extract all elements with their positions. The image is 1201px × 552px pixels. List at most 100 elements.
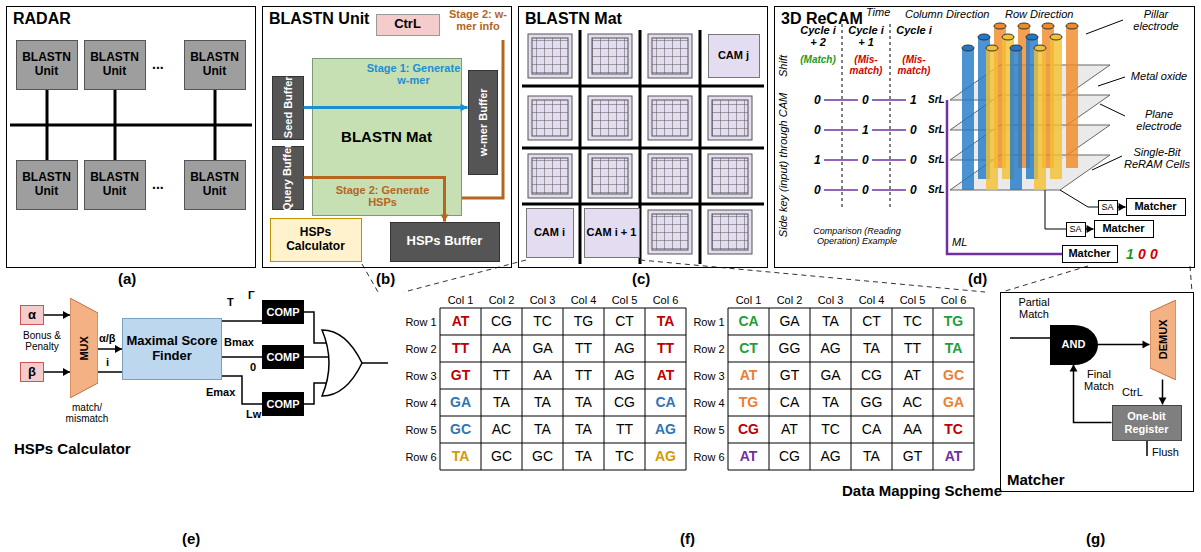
annotation: Emax bbox=[206, 386, 235, 398]
node-label: Matcher bbox=[1102, 222, 1144, 235]
node-label: BLASTN Mat bbox=[525, 10, 622, 28]
key-arrow bbox=[824, 159, 858, 161]
table-cell: GC bbox=[522, 448, 563, 464]
table-rule bbox=[933, 308, 934, 470]
drawing-part bbox=[362, 264, 378, 292]
table-cell: GA bbox=[933, 394, 974, 410]
cam-cells bbox=[712, 214, 748, 250]
node-label: CAM i + 1 bbox=[587, 226, 637, 239]
table-cell: TA bbox=[563, 448, 604, 464]
table-cell: TT bbox=[604, 421, 645, 437]
pillar-top bbox=[1010, 45, 1022, 51]
table-cell: AA bbox=[892, 421, 933, 437]
unit-box: BLASTN Unit bbox=[184, 40, 246, 90]
drawing-part bbox=[1100, 104, 1125, 116]
node-label: SA bbox=[1069, 224, 1081, 234]
row-header: Row 1 bbox=[402, 316, 440, 328]
pillar-top bbox=[1026, 34, 1038, 40]
table-rule bbox=[728, 443, 974, 444]
table-cell: TG bbox=[933, 313, 974, 329]
table-cell: CA bbox=[728, 313, 769, 329]
table-cell: AC bbox=[481, 421, 522, 437]
node-label: COMP bbox=[267, 398, 300, 411]
key-arrow bbox=[824, 99, 858, 101]
annotation: SrL bbox=[928, 94, 945, 105]
unit-box: BLASTN Unit bbox=[184, 160, 246, 210]
match-line bbox=[947, 100, 1062, 254]
cam-array bbox=[708, 96, 752, 140]
sense-amp: SA bbox=[1098, 200, 1118, 215]
annotation: Plane electrode bbox=[1128, 108, 1190, 132]
key-arrow bbox=[872, 129, 906, 131]
node-label: Matcher bbox=[1068, 247, 1110, 260]
table-cell: AG bbox=[810, 448, 851, 464]
table-cell: TG bbox=[728, 394, 769, 410]
table-rule bbox=[728, 470, 974, 471]
control-box: CtrL bbox=[376, 14, 440, 36]
comparator-box: COMP bbox=[262, 345, 304, 369]
column-header: Col 3 bbox=[810, 294, 851, 306]
node-label: BLASTN Unit bbox=[18, 171, 76, 199]
annotation: 1 bbox=[862, 123, 869, 137]
pillar-electrode bbox=[1066, 26, 1078, 168]
annotation: ... bbox=[152, 56, 164, 72]
column-header: Col 5 bbox=[604, 294, 645, 306]
row-header: Row 4 bbox=[402, 397, 440, 409]
panel-letter: (g) bbox=[1086, 530, 1105, 547]
table-cell: TT bbox=[892, 340, 933, 356]
arrow-head bbox=[1143, 341, 1150, 349]
connector bbox=[44, 311, 70, 319]
register-box: One-bit Register bbox=[1112, 405, 1182, 441]
column-header: Col 2 bbox=[481, 294, 522, 306]
cam-box: CAM j bbox=[708, 34, 760, 78]
annotation: T bbox=[227, 296, 234, 308]
drawing-part bbox=[1190, 266, 1192, 292]
node-label: MUX bbox=[78, 336, 91, 360]
column-header: Col 1 bbox=[440, 294, 481, 306]
buffer-box: Query Buffer bbox=[272, 146, 304, 210]
table-rule bbox=[686, 308, 687, 470]
drawing-part bbox=[322, 330, 362, 396]
table-cell: TA bbox=[440, 448, 481, 464]
cam-box: CAM i + 1 bbox=[584, 208, 640, 258]
table-cell: TG bbox=[563, 313, 604, 329]
matcher-box: Matcher bbox=[1126, 198, 1186, 216]
annotation: Bonus & Penalty bbox=[14, 330, 70, 352]
annotation: i bbox=[106, 356, 109, 368]
table-rule bbox=[604, 308, 605, 470]
column-header: Col 1 bbox=[728, 294, 769, 306]
annotation: ... bbox=[152, 176, 164, 192]
drawing-part bbox=[1060, 190, 1098, 207]
connector-line bbox=[304, 178, 445, 222]
table-cell: TC bbox=[810, 421, 851, 437]
annotation: 1 bbox=[814, 153, 821, 167]
annotation: Column Direction bbox=[905, 8, 989, 20]
cam-array bbox=[588, 96, 632, 140]
unit-box: BLASTN Unit bbox=[84, 40, 146, 90]
annotation: HSPs Calculator bbox=[14, 440, 131, 457]
node-label: COMP bbox=[267, 351, 300, 364]
table-cell: AA bbox=[522, 367, 563, 383]
cam-cells bbox=[712, 100, 748, 136]
hsps-wires bbox=[98, 312, 1147, 456]
table-cell: TT bbox=[563, 340, 604, 356]
annotation: 0 bbox=[814, 93, 821, 107]
drawing-part bbox=[699, 30, 702, 264]
table-cell: TA bbox=[481, 394, 522, 410]
panel-letter: (f) bbox=[680, 530, 695, 547]
node-label: BLASTN Unit bbox=[186, 51, 244, 79]
annotation: 0 bbox=[910, 153, 917, 167]
pillar-electrode bbox=[1034, 48, 1046, 190]
table-cell: TC bbox=[892, 313, 933, 329]
cam-array bbox=[648, 96, 692, 140]
key-arrow bbox=[824, 189, 858, 191]
table-cell: TC bbox=[604, 448, 645, 464]
panel-letter: (e) bbox=[182, 530, 200, 547]
panel-letter: (a) bbox=[118, 270, 136, 287]
drawing-part bbox=[1098, 77, 1125, 86]
key-arrow bbox=[872, 159, 906, 161]
pillar-top bbox=[1042, 23, 1054, 29]
table-cell: AT bbox=[728, 367, 769, 383]
